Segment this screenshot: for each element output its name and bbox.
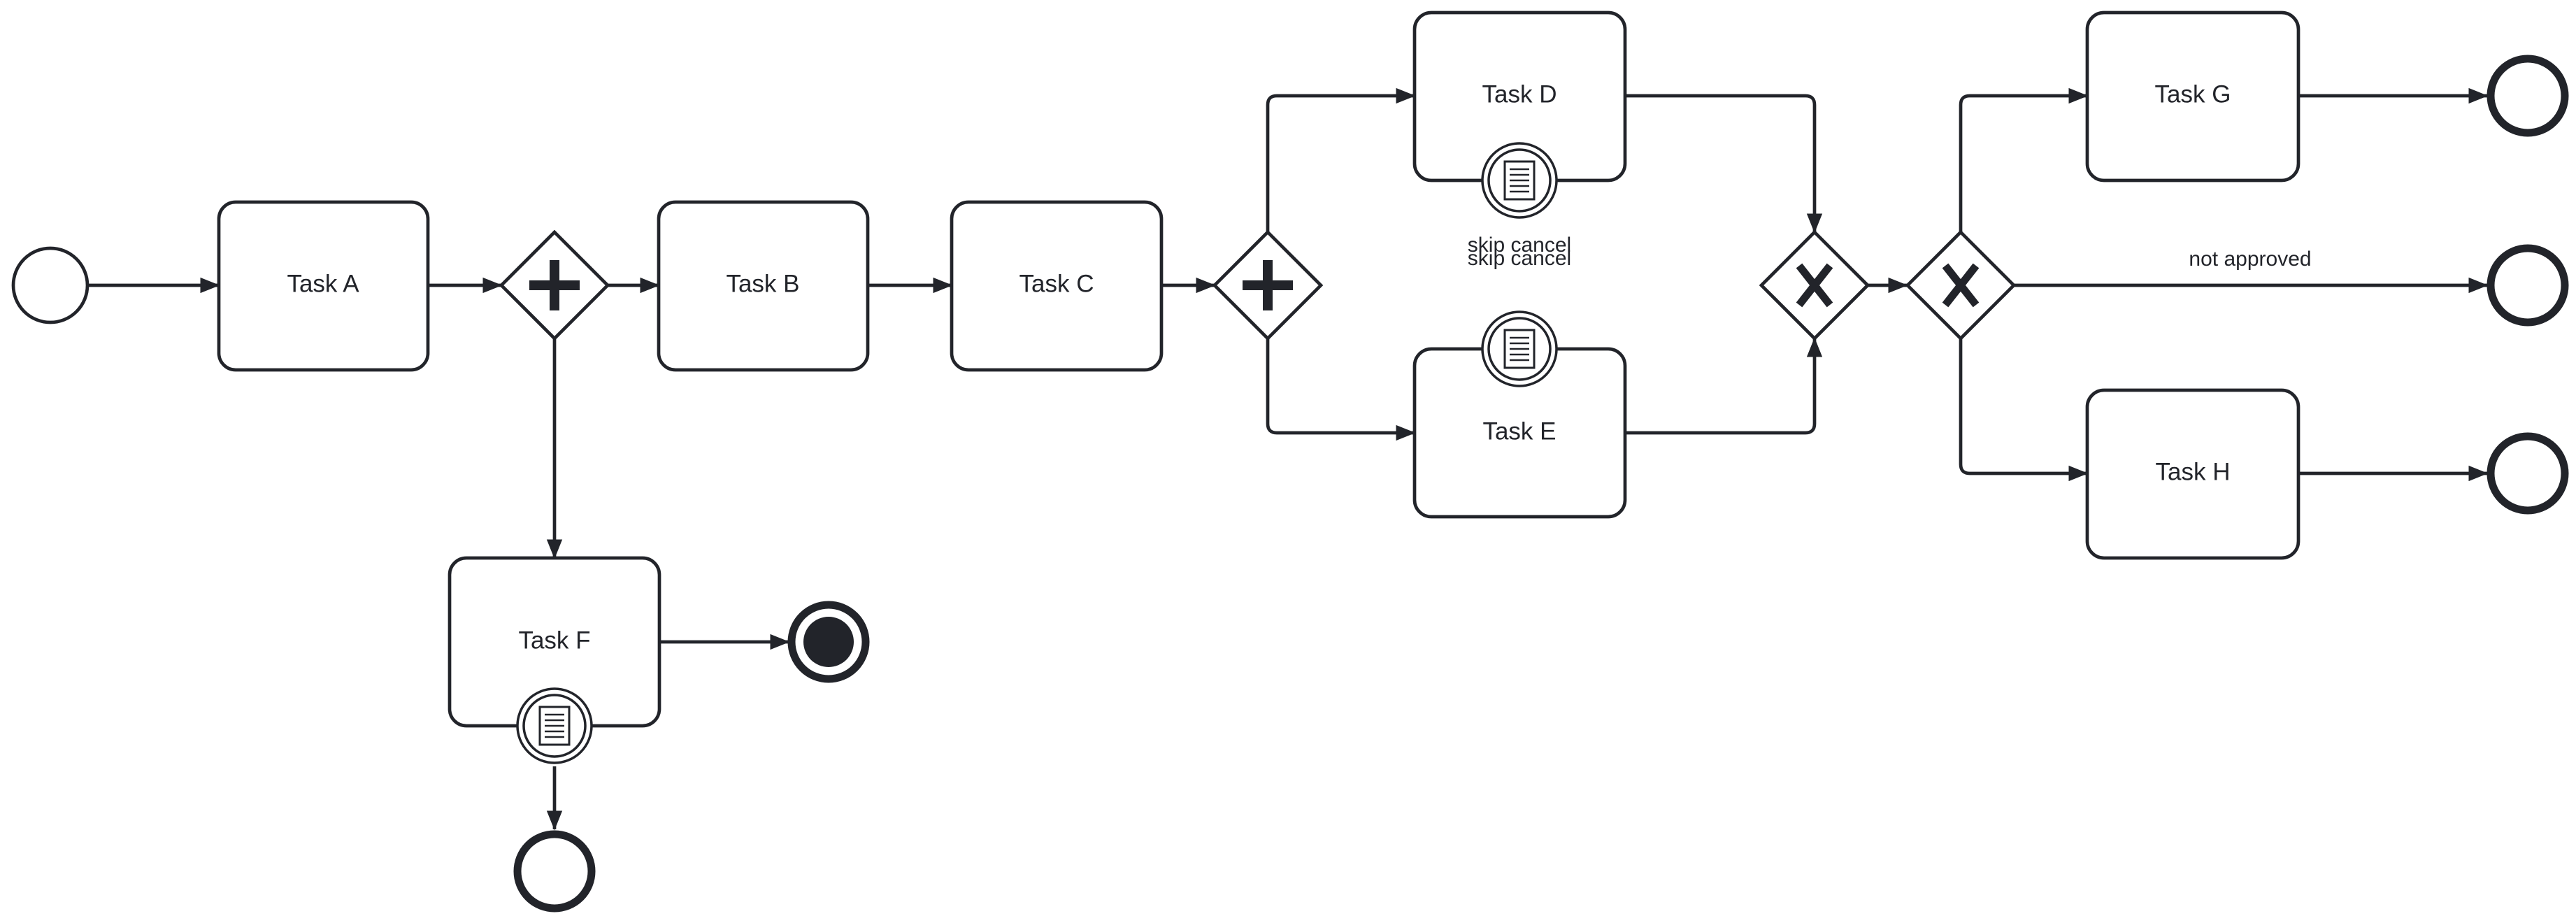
task-b-label: Task B	[726, 270, 799, 297]
task-f[interactable]: Task F	[448, 556, 661, 728]
task-a[interactable]: Task A	[217, 200, 430, 372]
plus-icon	[529, 260, 580, 310]
task-d[interactable]: Task D	[1412, 10, 1627, 183]
task-b[interactable]: Task B	[657, 200, 870, 372]
conditional-document-icon	[538, 706, 571, 746]
terminate-dot	[803, 617, 854, 667]
task-a-label: Task A	[287, 270, 359, 297]
plus-icon	[1243, 260, 1293, 310]
exclusive-gateway-1[interactable]	[1759, 229, 1870, 341]
boundary-label-task-d: skip cancel	[1468, 234, 1571, 257]
flow-gateway-2-to-task-e[interactable]	[1266, 338, 1416, 441]
task-d-label: Task D	[1482, 80, 1557, 108]
task-g[interactable]: Task G	[2085, 10, 2300, 183]
boundary-event-task-e[interactable]	[1481, 310, 1558, 387]
boundary-label-task-e: skip cancel	[1468, 247, 1571, 270]
task-g-label: Task G	[2155, 80, 2231, 108]
x-icon	[1942, 263, 1980, 308]
flow-task-d-to-gateway-3[interactable]	[1625, 94, 1823, 234]
conditional-document-icon	[1503, 160, 1536, 201]
task-c[interactable]: Task C	[950, 200, 1164, 372]
flow-label-not-approved: not approved	[2189, 248, 2311, 271]
exclusive-gateway-2[interactable]	[1905, 229, 2017, 341]
task-f-label: Task F	[518, 627, 590, 654]
end-event-task-g[interactable]	[2486, 55, 2569, 137]
boundary-event-task-f[interactable]	[516, 687, 593, 764]
end-event-not-approved[interactable]	[2486, 244, 2569, 327]
task-e-label: Task E	[1482, 417, 1556, 445]
end-event-task-h[interactable]	[2486, 432, 2569, 515]
task-h[interactable]: Task H	[2085, 388, 2300, 560]
boundary-event-task-d[interactable]	[1481, 142, 1558, 219]
parallel-gateway-2[interactable]	[1212, 229, 1324, 341]
start-event[interactable]	[11, 246, 90, 324]
flow-task-e-to-gateway-3[interactable]	[1625, 337, 1823, 435]
x-icon	[1796, 263, 1833, 308]
task-h-label: Task H	[2156, 458, 2231, 485]
sequence-flows	[89, 87, 2489, 831]
flow-gateway-4-to-task-g[interactable]	[1959, 87, 2089, 232]
terminate-end-event[interactable]	[787, 601, 870, 683]
end-event-task-f-boundary[interactable]	[513, 830, 596, 913]
task-c-label: Task C	[1019, 270, 1094, 297]
conditional-document-icon	[1503, 329, 1536, 369]
flow-gateway-4-to-task-h[interactable]	[1959, 338, 2089, 482]
flow-gateway-2-to-task-d[interactable]	[1266, 87, 1416, 232]
parallel-gateway-1[interactable]	[499, 229, 610, 341]
task-e[interactable]: Task E	[1412, 347, 1627, 519]
